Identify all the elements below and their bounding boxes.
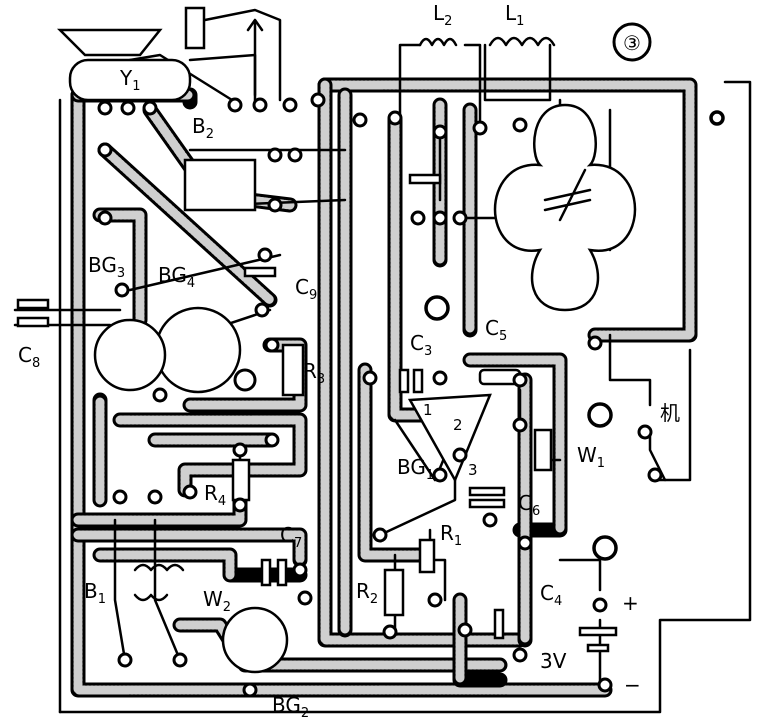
label-r1: R1 (440, 521, 462, 549)
label-y1: Y1 (119, 66, 141, 94)
figure-number-circle (612, 22, 652, 62)
label-bg1: BG1 (397, 455, 434, 483)
label-bg3: BG3 (88, 253, 125, 281)
label-bg2: BG2 (272, 693, 309, 721)
label-r2: R2 (356, 579, 378, 607)
figure-number: ③ (623, 31, 641, 55)
label-w2: W2 (203, 587, 231, 615)
components (16, 6, 667, 674)
label-l1: L1 (505, 1, 524, 29)
label-minus: − (624, 673, 641, 697)
label-b1: B1 (84, 579, 106, 607)
label-r3: R3 (303, 359, 325, 387)
speaker-icon (56, 28, 163, 57)
label-l2: L2 (433, 1, 452, 29)
label-c9: C9 (295, 275, 317, 303)
label-c5: C5 (485, 316, 507, 344)
label-r4: R4 (204, 481, 226, 509)
label-plus: + (622, 591, 639, 615)
label-battery: 3V (540, 649, 567, 673)
label-pin2: 2 (453, 416, 463, 434)
label-b2: B2 (192, 114, 214, 142)
label-pin3: 3 (468, 461, 478, 479)
label-w1: W1 (577, 443, 605, 471)
component-labels: Y1 B2 BG3 BG4 C9 C8 R3 R4 C7 B1 W2 BG2 L… (18, 1, 680, 721)
label-pin1: 1 (423, 401, 433, 419)
label-c6: C6 (518, 491, 540, 519)
label-c7: C7 (280, 523, 302, 551)
label-switch: 机 (660, 401, 680, 425)
label-c3: C3 (410, 331, 432, 359)
label-bg4: BG4 (158, 263, 195, 291)
copper-tracks (70, 77, 698, 698)
label-c4: C4 (540, 581, 562, 609)
label-c8: C8 (18, 343, 40, 371)
pads (97, 92, 725, 698)
